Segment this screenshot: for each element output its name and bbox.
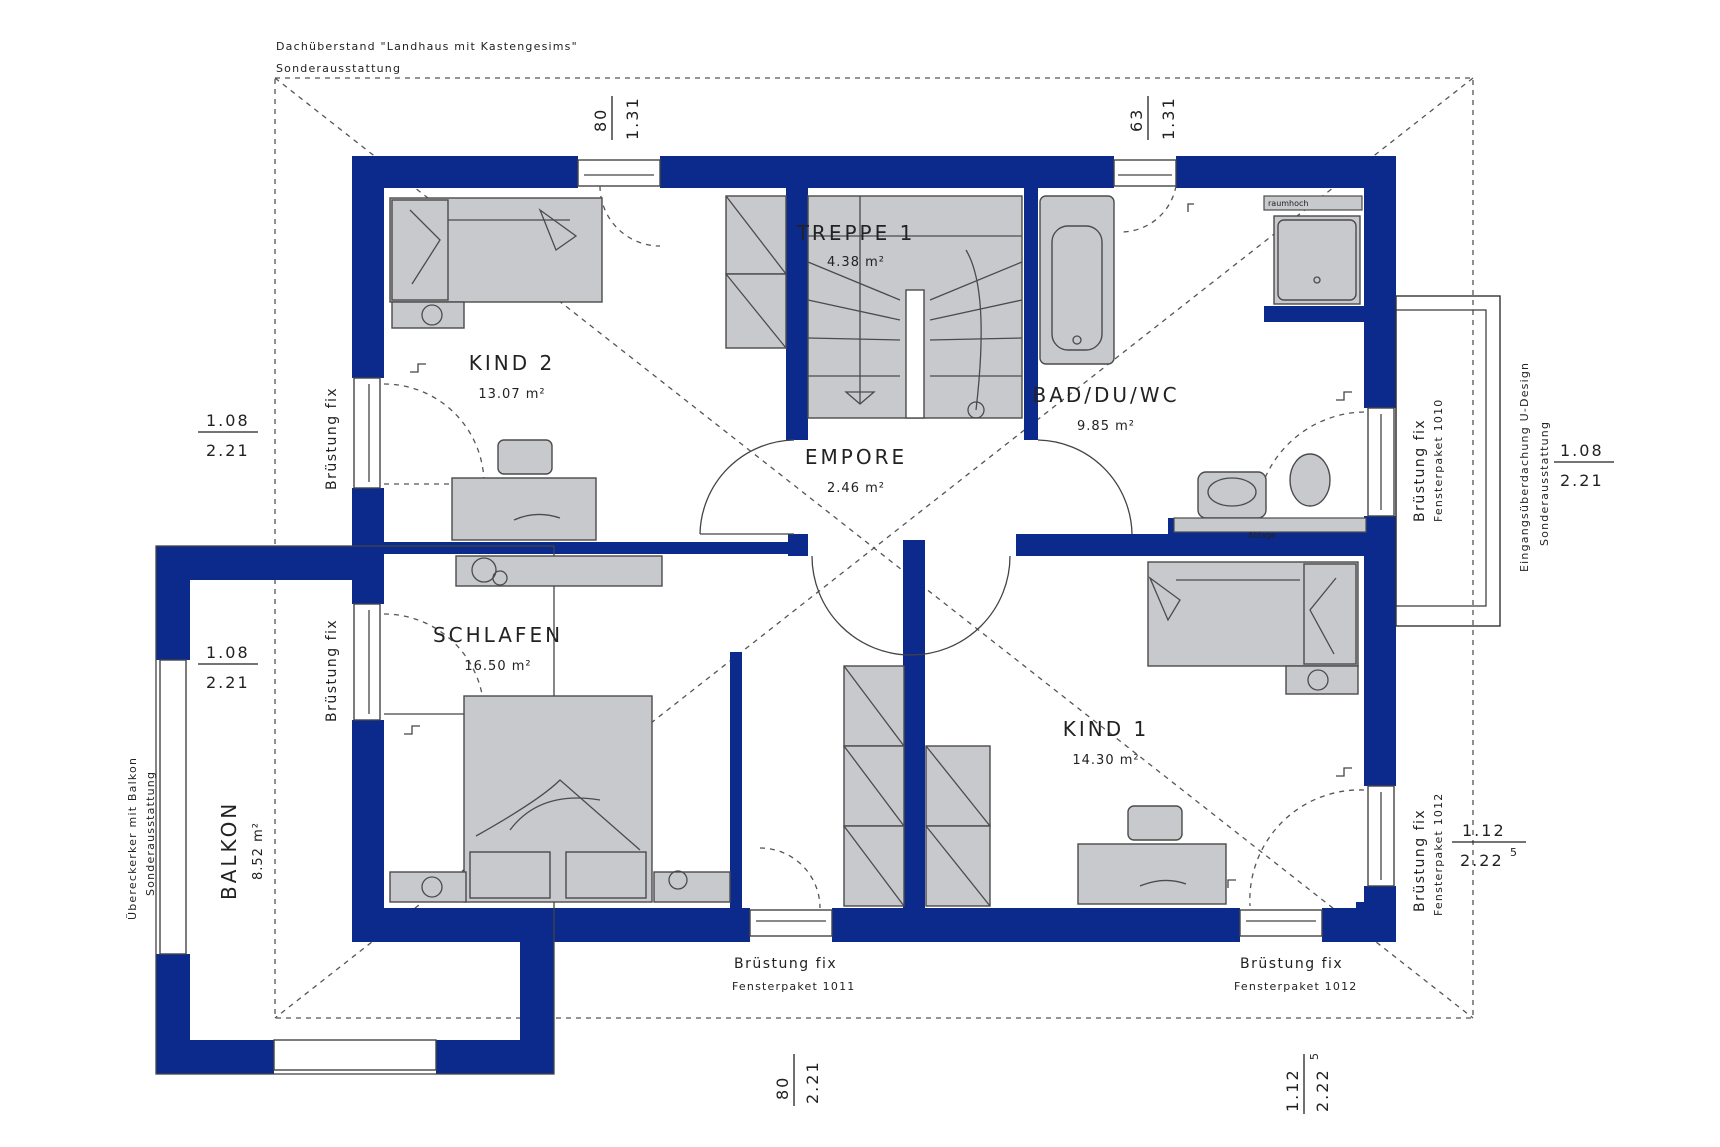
dim-right-kind1-a: 1.12	[1462, 821, 1506, 840]
dim-right-kind1: 1.12 2.22 5	[1452, 821, 1526, 870]
dim-right-bad: 1.08 2.21	[1554, 441, 1614, 490]
dim-top-left-a: 80	[591, 108, 610, 132]
roof-overhang-note: Dachüberstand "Landhaus mit Kastengesims…	[276, 40, 578, 53]
room-kind2-area: 13.07 m²	[478, 387, 545, 402]
bad-furniture	[1039, 195, 1367, 533]
dim-right-bad-a: 1.08	[1560, 441, 1604, 460]
roof-overhang-sub: Sonderausstattung	[276, 62, 401, 75]
room-bad-area: 9.85 m²	[1077, 419, 1135, 434]
dim-right-bad-b: 2.21	[1560, 471, 1604, 490]
dim-left-kind2-a: 1.08	[206, 411, 250, 430]
dim-left-kind2: 1.08 2.21	[198, 411, 258, 460]
stairs	[807, 195, 1023, 419]
room-kind1-name: KIND 1	[1063, 717, 1149, 741]
balkon-walls	[155, 545, 555, 1075]
dim-left-kind2-b: 2.21	[206, 441, 250, 460]
dim-top-left-b: 1.31	[623, 96, 642, 140]
schlafen-furniture	[389, 665, 905, 907]
oriel-note: Übereckerker mit Balkon	[126, 757, 139, 920]
bottom-left-window-package: Fensterpaket 1011	[732, 980, 855, 993]
kind2-furniture	[389, 195, 787, 587]
dim-top-right-b: 1.31	[1159, 96, 1178, 140]
dim-bottom-left-a: 80	[773, 1076, 792, 1100]
windows	[353, 159, 1395, 937]
door-swings	[383, 185, 1365, 909]
room-kind1-area: 14.30 m²	[1072, 753, 1139, 768]
room-kind2-name: KIND 2	[469, 351, 555, 375]
bottom-right-window-package: Fensterpaket 1012	[1234, 980, 1357, 993]
room-treppe-area: 4.38 m²	[827, 255, 885, 270]
raumhoch-label: raumhoch	[1268, 199, 1309, 208]
dim-top-right-a: 63	[1127, 108, 1146, 132]
step-markers	[404, 203, 1352, 888]
oriel-sub: Sonderausstattung	[144, 771, 157, 896]
kind1-window-label: Brüstung fix	[1412, 809, 1428, 912]
room-empore-name: EMPORE	[805, 445, 907, 469]
dim-left-balkon: 1.08 2.21	[198, 643, 258, 692]
dim-left-balkon-a: 1.08	[206, 643, 250, 662]
room-treppe-name: TREPPE 1	[796, 221, 916, 245]
dim-right-kind1-b: 2.22	[1460, 851, 1504, 870]
dim-bottom-right-b: 2.22	[1313, 1068, 1332, 1112]
bad-window-package: Fensterpaket 1010	[1432, 399, 1445, 522]
dim-bottom-right-sup: 5	[1308, 1052, 1321, 1060]
dim-bottom-right-a: 1.12	[1283, 1068, 1302, 1112]
entrance-canopy	[1395, 295, 1501, 627]
entrance-canopy-note: Eingangsüberdachung U-Design	[1518, 362, 1531, 572]
room-balkon-area: 8.52 m²	[251, 822, 266, 880]
dim-right-kind1-sup: 5	[1510, 846, 1518, 859]
walls	[352, 156, 1396, 942]
schlafen-window-label: Brüstung fix	[324, 619, 340, 722]
dim-bottom-right: 1.12 2.22 5	[1283, 1052, 1332, 1114]
kind2-window-label: Brüstung fix	[324, 387, 340, 490]
dim-top-right: 63 1.31	[1127, 96, 1178, 140]
bad-window-label: Brüstung fix	[1412, 419, 1428, 522]
dim-bottom-left-b: 2.21	[803, 1060, 822, 1104]
dim-top-left: 80 1.31	[591, 96, 642, 140]
bottom-left-window-label: Brüstung fix	[734, 956, 837, 972]
ablage-label: Ablage	[1248, 531, 1276, 540]
kind1-window-package: Fensterpaket 1012	[1432, 793, 1445, 916]
entrance-canopy-sub: Sonderausstattung	[1538, 421, 1551, 546]
bottom-right-window-label: Brüstung fix	[1240, 956, 1343, 972]
room-empore-area: 2.46 m²	[827, 481, 885, 496]
room-schlafen-name: SCHLAFEN	[433, 623, 563, 647]
room-bad-name: BAD/DU/WC	[1032, 383, 1179, 407]
room-schlafen-area: 16.50 m²	[464, 659, 531, 674]
dim-left-balkon-b: 2.21	[206, 673, 250, 692]
kind1-furniture	[925, 561, 1359, 907]
dim-bottom-left: 80 2.21	[773, 1054, 822, 1106]
room-balkon-name: BALKON	[217, 801, 241, 900]
